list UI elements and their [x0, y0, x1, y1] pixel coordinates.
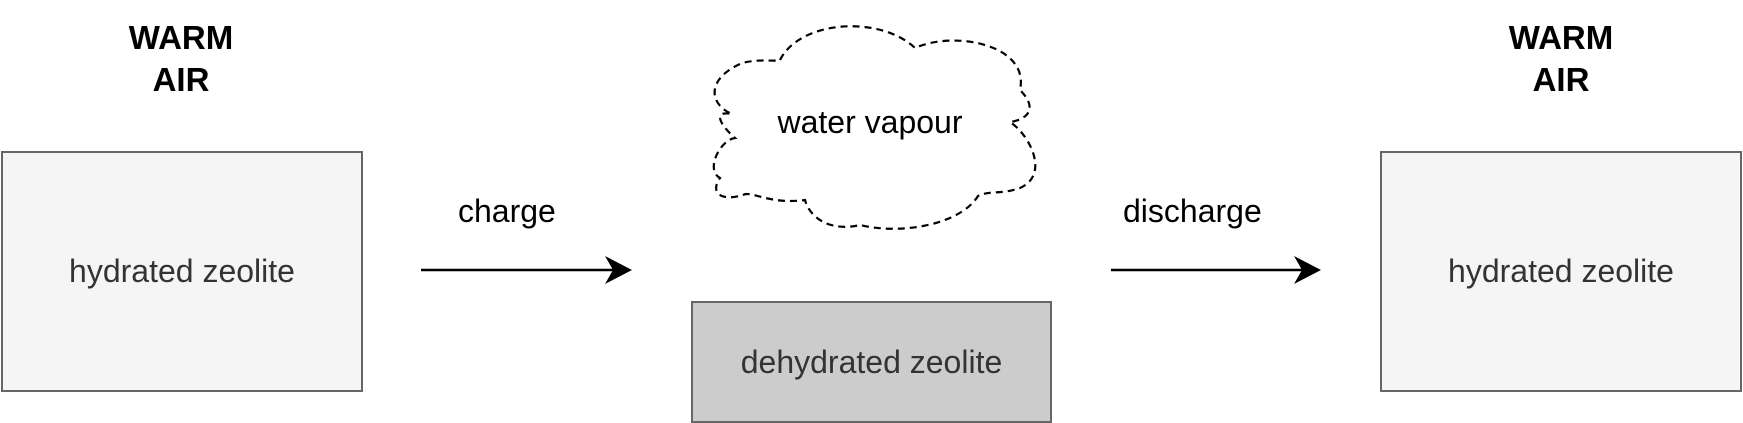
left-box-label: hydrated zeolite — [69, 253, 295, 289]
charge-label: charge — [458, 193, 556, 229]
charge-arrowhead — [605, 256, 632, 284]
left-heading-line2: AIR — [152, 61, 210, 98]
left-heading: WARM AIR — [81, 17, 281, 101]
discharge-label: discharge — [1123, 193, 1262, 229]
middle-box-label: dehydrated zeolite — [740, 343, 1003, 380]
left-heading-line1: WARM — [128, 19, 234, 56]
right-heading: WARM AIR — [1461, 17, 1661, 101]
right-hydrated-zeolite-box: hydrated zeolite — [1380, 151, 1742, 392]
left-hydrated-zeolite-box: hydrated zeolite — [1, 151, 363, 392]
right-box-label: hydrated zeolite — [1448, 253, 1674, 289]
water-vapour-cloud-outline — [712, 25, 1037, 230]
right-heading-line1: WARM — [1508, 19, 1614, 56]
right-heading-line2: AIR — [1532, 61, 1590, 98]
dehydrated-zeolite-box: dehydrated zeolite — [691, 301, 1052, 423]
discharge-arrowhead — [1294, 256, 1321, 284]
water-vapour-label: water vapour — [777, 104, 963, 140]
